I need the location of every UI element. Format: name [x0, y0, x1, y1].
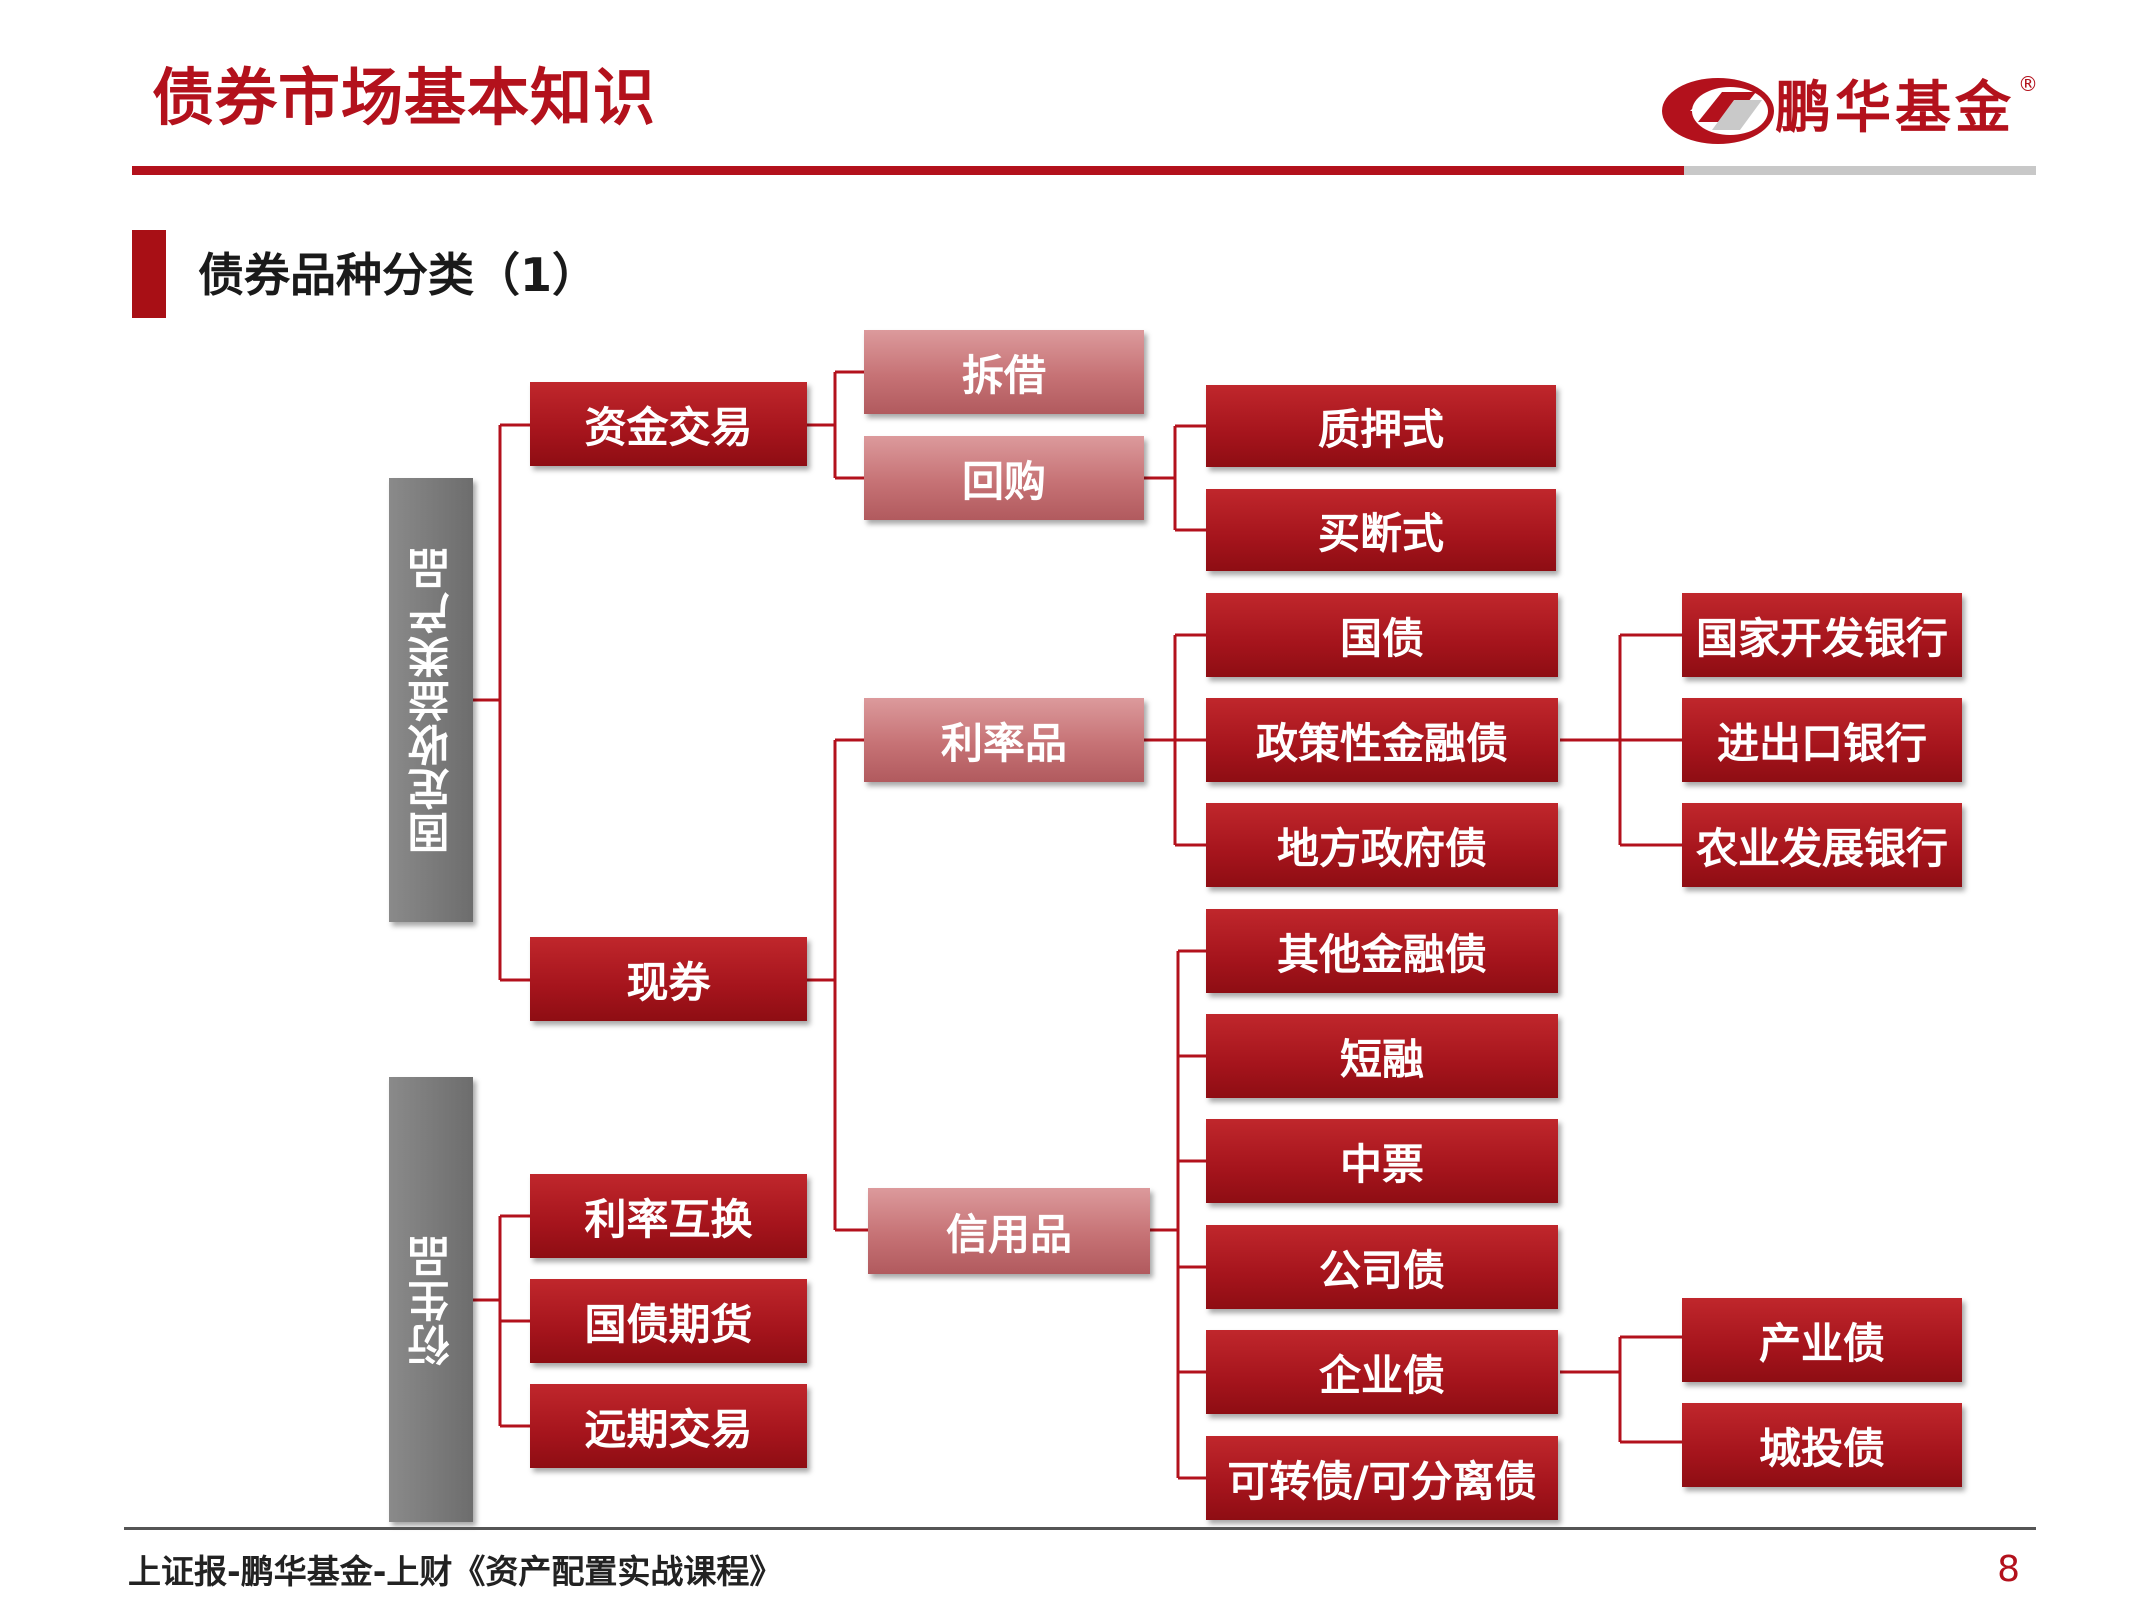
section-marker — [132, 230, 166, 318]
node-pledged-repo: 质押式 — [1206, 385, 1556, 467]
node-other-financial: 其他金融债 — [1206, 909, 1558, 993]
node-enterprise: 企业债 — [1206, 1330, 1558, 1414]
root-derivatives-label: 衍生品 — [406, 1233, 456, 1366]
node-forwards: 远期交易 — [530, 1384, 807, 1468]
node-credit-bonds: 信用品 — [868, 1188, 1150, 1274]
section-title: 债券品种分类（1） — [198, 248, 599, 302]
node-industrial: 产业债 — [1682, 1298, 1962, 1382]
node-policy-financial: 政策性金融债 — [1206, 698, 1558, 782]
node-short-term: 短融 — [1206, 1014, 1558, 1098]
registered-mark: ® — [2018, 72, 2038, 96]
node-lgfv: 城投债 — [1682, 1403, 1962, 1487]
footer-divider — [124, 1527, 2036, 1530]
node-spot: 现券 — [530, 937, 807, 1021]
node-adbc: 农业发展银行 — [1682, 803, 1962, 887]
node-money-trading: 资金交易 — [530, 382, 807, 466]
company-logo-text: 鹏华基金 — [1775, 76, 2015, 141]
node-exim: 进出口银行 — [1682, 698, 1962, 782]
node-irs: 利率互换 — [530, 1174, 807, 1258]
node-treasury: 国债 — [1206, 593, 1558, 677]
node-repo: 回购 — [864, 436, 1144, 520]
node-outright-repo: 买断式 — [1206, 489, 1556, 571]
root-fixed-income: 固定收益类产品 — [389, 478, 473, 922]
company-logo-icon — [1662, 78, 1774, 144]
root-derivatives: 衍生品 — [389, 1077, 473, 1522]
root-fixed-income-label: 固定收益类产品 — [406, 546, 456, 854]
node-mtn: 中票 — [1206, 1119, 1558, 1203]
node-cdb: 国家开发银行 — [1682, 593, 1962, 677]
header-divider — [132, 166, 1684, 175]
node-local-gov: 地方政府债 — [1206, 803, 1558, 887]
node-treasury-futures: 国债期货 — [530, 1279, 807, 1363]
footer-source: 上证报-鹏华基金-上财《资产配置实战课程》 — [128, 1552, 783, 1591]
page-number: 8 — [1997, 1549, 2020, 1590]
node-corporate: 公司债 — [1206, 1225, 1558, 1309]
node-interbank-lending: 拆借 — [864, 330, 1144, 414]
node-convertible: 可转债/可分离债 — [1206, 1436, 1558, 1520]
page-title: 债券市场基本知识 — [152, 61, 657, 134]
node-rate-bonds: 利率品 — [864, 698, 1144, 782]
header-divider-accent — [1684, 166, 2036, 175]
